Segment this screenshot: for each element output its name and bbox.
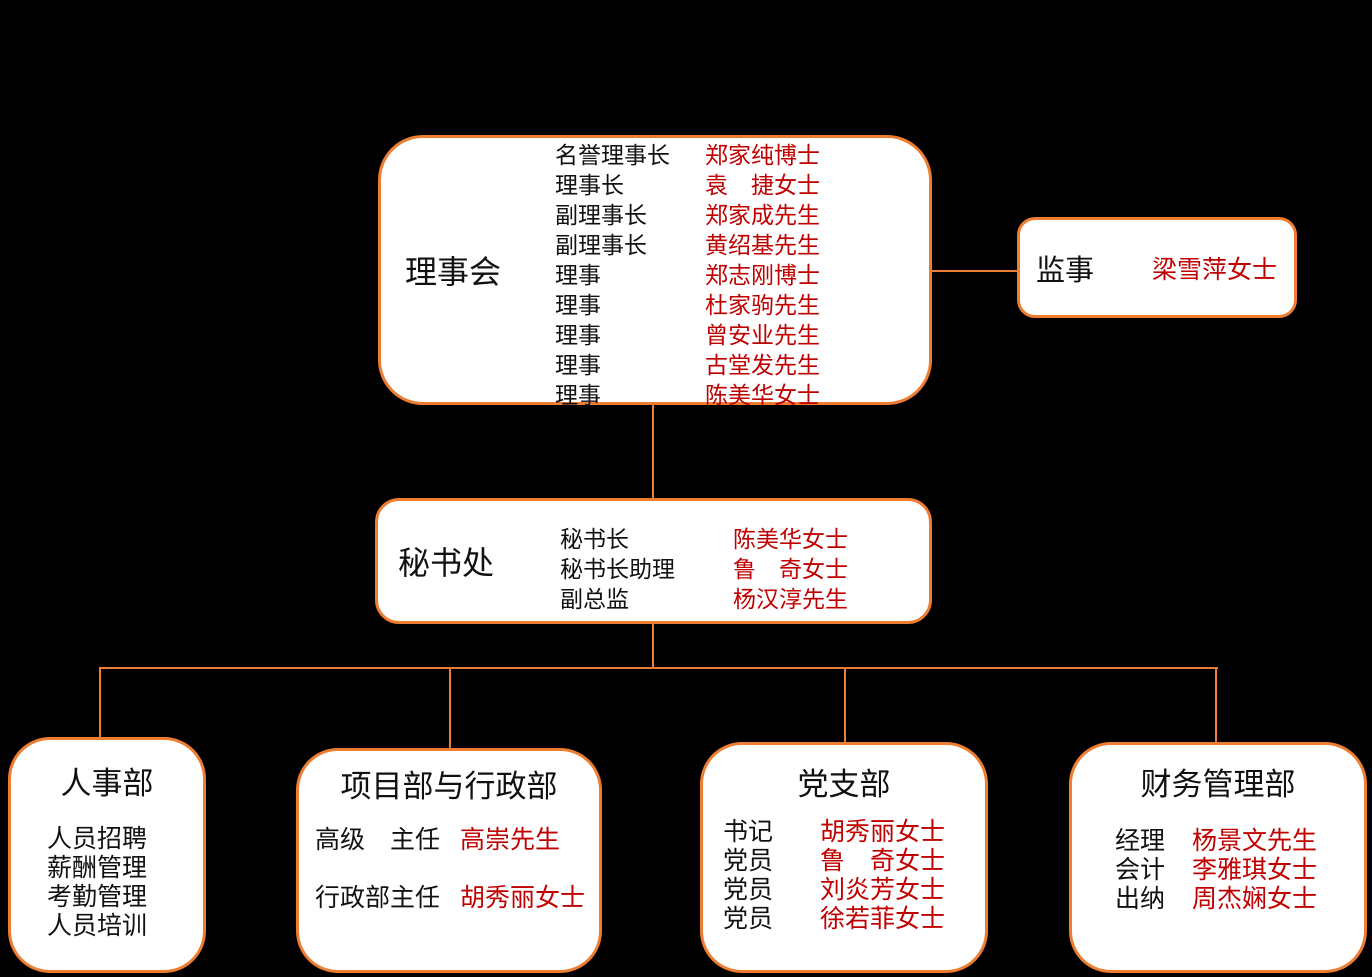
person-name: 周杰娴女士 <box>1192 884 1318 913</box>
position-label: 副总监 <box>560 586 629 612</box>
connector-drop-project-admin <box>449 667 451 748</box>
board-row: 理事 陈美华女士 <box>555 378 820 408</box>
department-row: 书记 胡秀丽女士 <box>723 815 945 846</box>
board-box: 理事会 名誉理事长 郑家纯博士 理事长 袁 捷女士 副理事长 郑家成先生 副理事… <box>378 135 932 408</box>
person-name: 徐若菲女士 <box>820 904 946 933</box>
supervisor-title: 监事 <box>1036 254 1095 287</box>
person-name: 李雅琪女士 <box>1192 855 1318 884</box>
person-name: 胡秀丽女士 <box>460 883 586 912</box>
board-row: 理事 古堂发先生 <box>555 348 820 378</box>
person-name: 古堂发先生 <box>705 352 820 378</box>
hr-department-title: 人事部 <box>60 766 154 801</box>
board-rows: 名誉理事长 郑家纯博士 理事长 袁 捷女士 副理事长 郑家成先生 副理事长 黄绍… <box>555 138 820 408</box>
secretariat-row: 秘书长助理 鲁 奇女士 <box>560 552 848 582</box>
hr-duty-item: 薪酬管理 <box>47 854 148 882</box>
position-label: 高级 主任 <box>315 825 441 854</box>
connector-rail <box>99 667 1218 669</box>
department-row: 高级 主任 高崇先生 <box>315 823 585 854</box>
finance-department-title: 财务管理部 <box>1140 767 1296 802</box>
supervisor-box: 监事 梁雪萍女士 <box>1017 217 1297 318</box>
person-name: 梁雪萍女士 <box>1152 255 1278 284</box>
person-name: 曾安业先生 <box>705 322 820 348</box>
finance-department-rows: 经理 杨景文先生 会计 李雅琪女士 出纳 周杰娴女士 <box>1115 824 1317 913</box>
board-row: 名誉理事长 郑家纯博士 <box>555 138 820 168</box>
department-row: 经理 杨景文先生 <box>1115 824 1317 855</box>
hr-duty-item: 人员招聘 <box>47 825 148 853</box>
connector-drop-finance <box>1215 667 1217 742</box>
position-label: 经理 <box>1115 826 1166 855</box>
person-name: 郑志刚博士 <box>705 262 820 288</box>
board-row: 副理事长 郑家成先生 <box>555 198 820 228</box>
project-admin-rows: 高级 主任 高崇先生 行政部主任 胡秀丽女士 <box>315 823 585 939</box>
board-row: 理事 郑志刚博士 <box>555 258 820 288</box>
connector-board-supervisor <box>932 270 1017 272</box>
department-row: 党员 鲁 奇女士 <box>723 844 945 875</box>
position-label: 副理事长 <box>555 232 647 258</box>
person-name: 胡秀丽女士 <box>820 817 946 846</box>
position-label: 行政部主任 <box>315 883 441 912</box>
position-label: 秘书长助理 <box>560 556 675 582</box>
connector-board-secretariat <box>652 405 654 498</box>
hr-duty-item: 考勤管理 <box>47 883 148 911</box>
position-label: 理事 <box>555 292 601 318</box>
secretariat-row: 副总监 杨汉淳先生 <box>560 582 848 612</box>
board-row: 理事 杜家驹先生 <box>555 288 820 318</box>
position-label: 理事 <box>555 262 601 288</box>
person-name: 刘炎芳女士 <box>820 875 946 904</box>
position-label: 名誉理事长 <box>555 142 670 168</box>
person-name: 陈美华女士 <box>733 526 848 552</box>
department-row: 党员 徐若菲女士 <box>723 902 945 933</box>
hr-department-box: 人事部 人员招聘 薪酬管理 考勤管理 人员培训 <box>8 737 206 973</box>
department-row: 会计 李雅琪女士 <box>1115 853 1317 884</box>
person-name: 杨汉淳先生 <box>733 586 848 612</box>
project-admin-department-box: 项目部与行政部 高级 主任 高崇先生 行政部主任 胡秀丽女士 <box>296 748 602 973</box>
position-label: 出纳 <box>1115 884 1166 913</box>
finance-department-box: 财务管理部 经理 杨景文先生 会计 李雅琪女士 出纳 周杰娴女士 <box>1069 742 1367 973</box>
secretariat-title: 秘书处 <box>398 545 495 581</box>
position-label: 秘书长 <box>560 526 629 552</box>
position-label: 副理事长 <box>555 202 647 228</box>
hr-duty-item: 人员培训 <box>47 912 148 940</box>
position-label: 会计 <box>1115 855 1166 884</box>
connector-drop-party <box>844 667 846 742</box>
party-branch-rows: 书记 胡秀丽女士 党员 鲁 奇女士 党员 刘炎芳女士 党员 徐若菲女士 <box>723 815 945 933</box>
secretariat-rows: 秘书长 陈美华女士 秘书长助理 鲁 奇女士 副总监 杨汉淳先生 <box>560 522 848 612</box>
person-name: 鲁 奇女士 <box>820 846 946 875</box>
secretariat-row: 秘书长 陈美华女士 <box>560 522 848 552</box>
person-name: 鲁 奇女士 <box>733 556 848 582</box>
person-name: 袁 捷女士 <box>705 172 820 198</box>
position-label: 党员 <box>723 875 774 904</box>
person-name: 陈美华女士 <box>705 382 820 408</box>
person-name: 杜家驹先生 <box>705 292 820 318</box>
department-row: 行政部主任 胡秀丽女士 <box>315 881 585 912</box>
connector-drop-hr <box>99 667 101 737</box>
person-name: 杨景文先生 <box>1192 826 1318 855</box>
board-row: 理事 曾安业先生 <box>555 318 820 348</box>
board-row: 理事长 袁 捷女士 <box>555 168 820 198</box>
person-name: 黄绍基先生 <box>705 232 820 258</box>
secretariat-box: 秘书处 秘书长 陈美华女士 秘书长助理 鲁 奇女士 副总监 杨汉淳先生 <box>375 498 932 624</box>
position-label: 理事 <box>555 382 601 408</box>
connector-secretariat-rail <box>652 624 654 669</box>
position-label: 党员 <box>723 846 774 875</box>
position-label: 党员 <box>723 904 774 933</box>
board-title: 理事会 <box>405 254 502 290</box>
person-name: 郑家纯博士 <box>705 142 820 168</box>
party-branch-box: 党支部 书记 胡秀丽女士 党员 鲁 奇女士 党员 刘炎芳女士 党员 徐若菲女士 <box>700 742 988 973</box>
department-row: 党员 刘炎芳女士 <box>723 873 945 904</box>
project-admin-department-title: 项目部与行政部 <box>340 769 558 804</box>
position-label: 理事长 <box>555 172 624 198</box>
hr-duty-list: 人员招聘 薪酬管理 考勤管理 人员培训 <box>47 825 147 941</box>
person-name: 郑家成先生 <box>705 202 820 228</box>
party-branch-title: 党支部 <box>797 767 891 802</box>
board-row: 副理事长 黄绍基先生 <box>555 228 820 258</box>
position-label: 理事 <box>555 322 601 348</box>
department-row: 出纳 周杰娴女士 <box>1115 882 1317 913</box>
person-name: 高崇先生 <box>460 825 561 854</box>
position-label: 理事 <box>555 352 601 378</box>
position-label: 书记 <box>723 817 774 846</box>
